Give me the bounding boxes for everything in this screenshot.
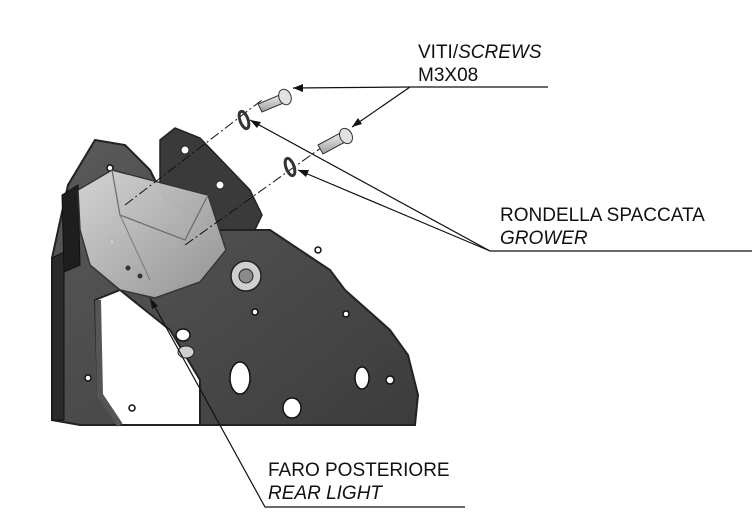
screws-label: VITI/SCREWS bbox=[418, 42, 542, 64]
screws-size-label: M3X08 bbox=[418, 65, 479, 86]
rear-light bbox=[61, 169, 227, 299]
screws-label-english: SCREWS bbox=[458, 42, 542, 63]
washer-label-english: GROWER bbox=[500, 228, 588, 249]
rear-light-label-italian: FARO POSTERIORE bbox=[268, 460, 450, 481]
plate-holes bbox=[84, 164, 395, 419]
pivot-boss bbox=[230, 260, 262, 292]
leader-arrows bbox=[150, 84, 362, 309]
screw-lower bbox=[317, 127, 353, 155]
screw-upper bbox=[257, 88, 292, 113]
rear-light-label-english: REAR LIGHT bbox=[268, 483, 383, 504]
spacer bbox=[177, 345, 195, 359]
assembly-axes bbox=[124, 99, 333, 246]
screws-label-italian: VITI/ bbox=[418, 42, 459, 63]
washer-upper bbox=[237, 109, 251, 131]
leader-lines bbox=[149, 86, 752, 508]
washer-label-italian: RONDELLA SPACCATA bbox=[500, 205, 705, 226]
washer-lower bbox=[283, 156, 297, 178]
